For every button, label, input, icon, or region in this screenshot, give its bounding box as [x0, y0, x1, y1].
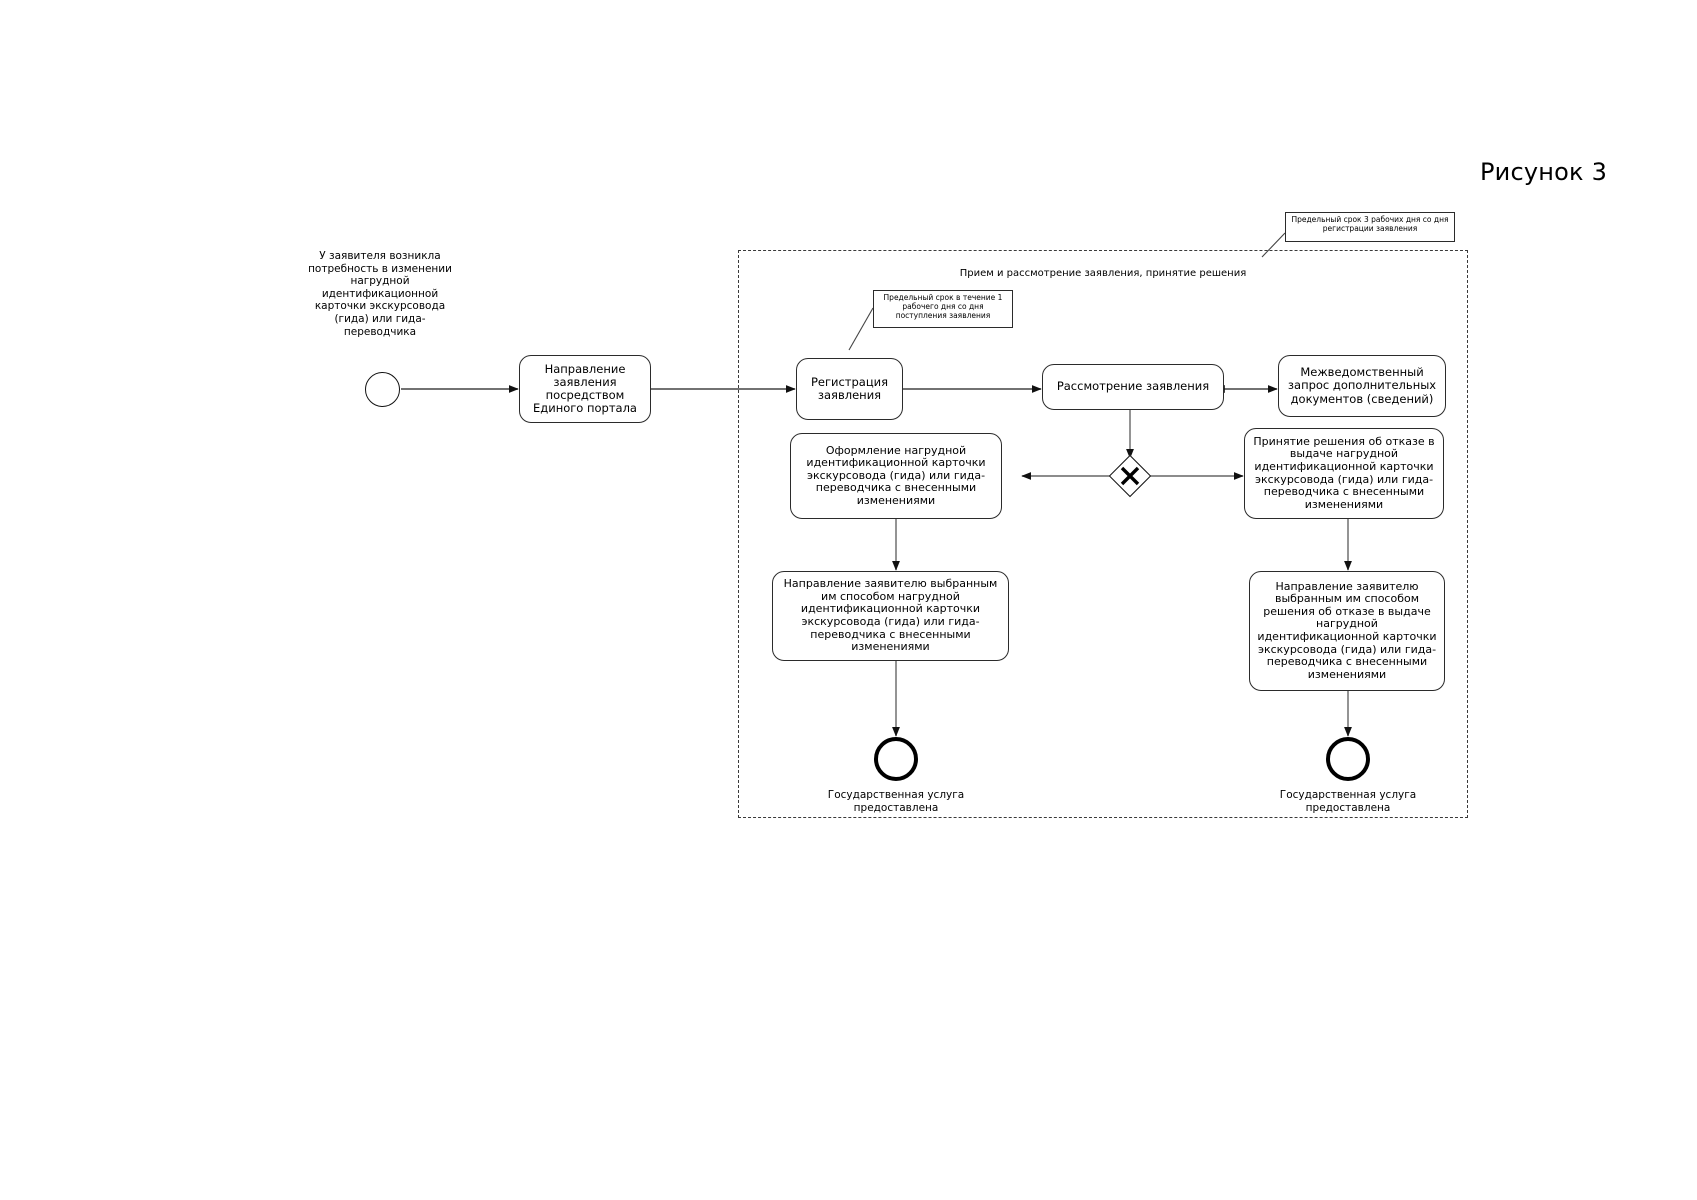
end-event-service-provided-right[interactable] — [1326, 737, 1370, 781]
task-registration-label: Регистрация заявления — [810, 374, 889, 402]
task-review[interactable]: Рассмотрение заявления — [1042, 364, 1224, 410]
pool-container — [738, 250, 1468, 818]
end-event-left-label: Государственная услуга предоставлена — [827, 789, 965, 814]
task-refusal-decision-label: Принятие решения об отказе в выдаче нагр… — [1253, 434, 1435, 511]
figure-title: Рисунок 3 — [1480, 158, 1608, 186]
task-send-card-label: Направление заявителю выбранным им спосо… — [783, 577, 998, 654]
pool-label: Прием и рассмотрение заявления, принятие… — [959, 268, 1247, 279]
annotation-review-deadline: Предельный срок 3 рабочих дня со дня рег… — [1285, 212, 1455, 242]
task-submit-application[interactable]: Направление заявления посредством Единог… — [519, 355, 651, 423]
start-event-label: У заявителя возникла потребность в измен… — [308, 250, 452, 338]
annotation-registration-deadline: Предельный срок в течение 1 рабочего дня… — [873, 290, 1013, 328]
task-registration[interactable]: Регистрация заявления — [796, 358, 903, 420]
task-send-card[interactable]: Направление заявителю выбранным им спосо… — [772, 571, 1009, 661]
end-event-right-label: Государственная услуга предоставлена — [1279, 789, 1417, 814]
task-issue-card[interactable]: Оформление нагрудной идентификационной к… — [790, 433, 1002, 519]
task-interagency-request[interactable]: Межведомственный запрос дополнительных д… — [1278, 355, 1446, 417]
annotation-review-deadline-text: Предельный срок 3 рабочих дня со дня рег… — [1291, 215, 1449, 233]
annotation-registration-deadline-text: Предельный срок в течение 1 рабочего дня… — [883, 293, 1003, 320]
task-review-label: Рассмотрение заявления — [1056, 379, 1210, 394]
task-submit-application-label: Направление заявления посредством Единог… — [533, 361, 637, 416]
end-event-service-provided-left[interactable] — [874, 737, 918, 781]
task-send-refusal-label: Направление заявителю выбранным им спосо… — [1257, 579, 1437, 681]
task-interagency-request-label: Межведомственный запрос дополнительных д… — [1287, 365, 1437, 406]
task-refusal-decision[interactable]: Принятие решения об отказе в выдаче нагр… — [1244, 428, 1444, 519]
start-event[interactable] — [365, 372, 400, 407]
task-send-refusal[interactable]: Направление заявителю выбранным им спосо… — [1249, 571, 1445, 691]
task-issue-card-label: Оформление нагрудной идентификационной к… — [806, 443, 986, 507]
